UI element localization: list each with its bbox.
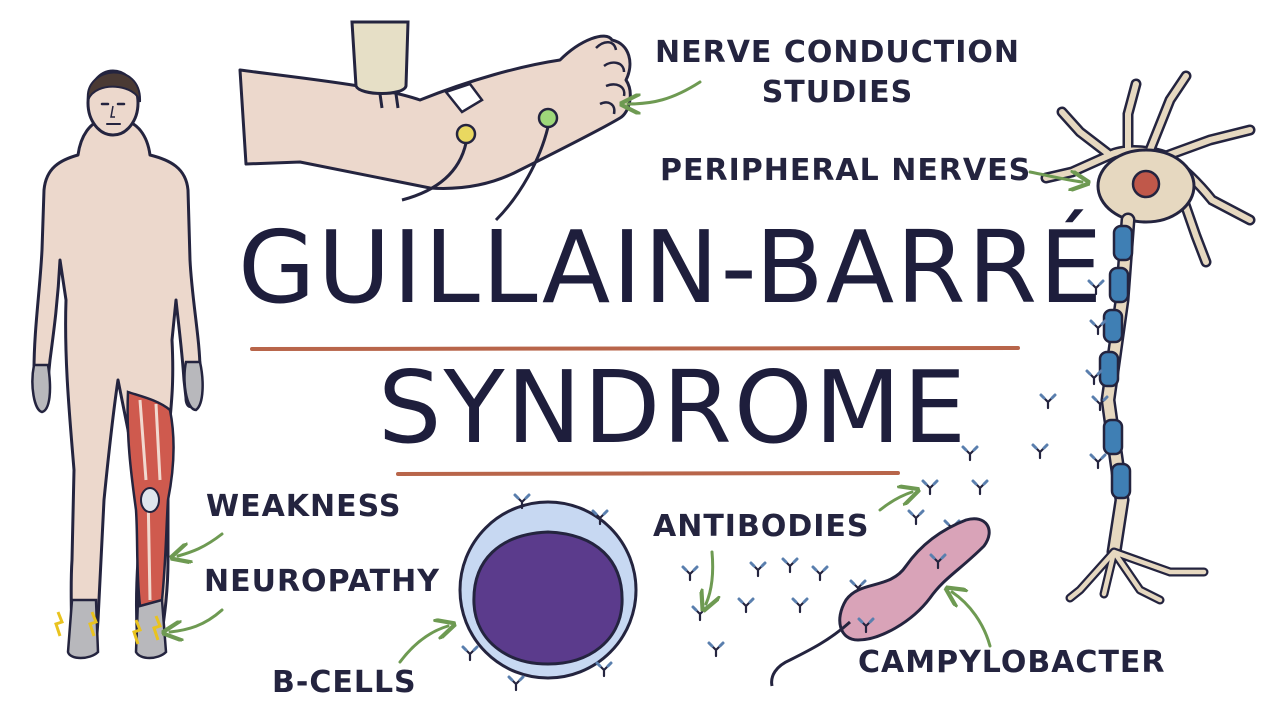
title-underline-2 <box>396 471 900 476</box>
label-neuropathy: NEUROPATHY <box>204 564 440 599</box>
label-campylobacter: CAMPYLOBACTER <box>858 645 1166 680</box>
label-weakness: WEAKNESS <box>206 489 402 524</box>
human-figure <box>31 69 204 660</box>
title-underline-1 <box>250 346 1020 351</box>
label-peripheral-nerves: PERIPHERAL NERVES <box>660 153 1032 188</box>
label-b-cells: B-CELLS <box>272 665 417 700</box>
foot-nerve-conduction-illustration <box>238 20 632 222</box>
campylobacter-illustration <box>770 517 991 687</box>
label-nerve-conduction-line2: STUDIES <box>761 75 914 110</box>
title-line-1: GUILLAIN-BARRÉ <box>238 209 1105 326</box>
label-nerve-conduction-studies: NERVE CONDUCTION STUDIES <box>655 33 1020 113</box>
annotation-arrows <box>170 80 1082 664</box>
b-cell-illustration <box>458 493 638 692</box>
label-nerve-conduction-line1: NERVE CONDUCTION <box>655 35 1020 70</box>
title-line-2: SYNDROME <box>378 349 969 466</box>
neuron-illustration <box>1031 70 1256 605</box>
label-antibodies: ANTIBODIES <box>653 509 870 544</box>
